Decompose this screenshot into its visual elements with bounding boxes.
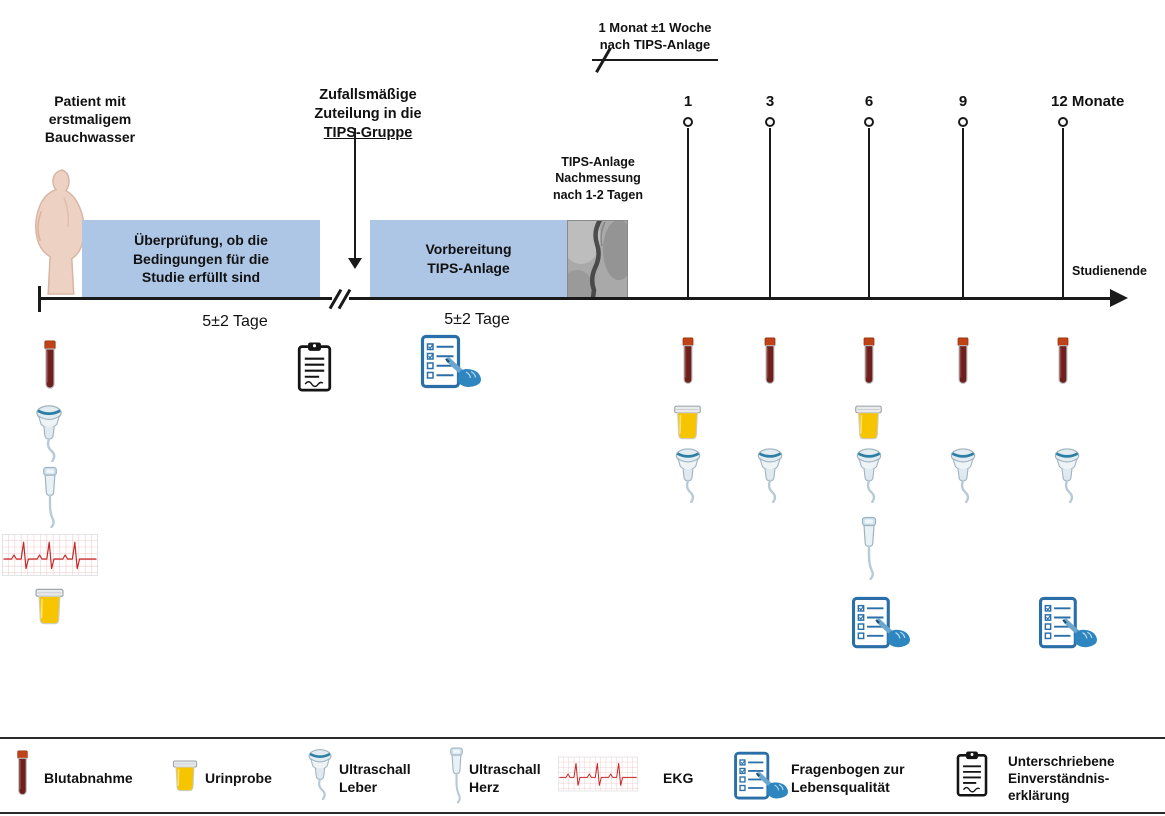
questionnaire-icon — [420, 334, 484, 392]
tips-measurement-note: TIPS-Anlage Nachmessung nach 1-2 Tagen — [552, 155, 644, 202]
followup-note-underline — [592, 59, 718, 61]
ultrasound-liver-icon — [752, 447, 788, 503]
randomization-arrow-head — [348, 258, 362, 269]
timeline-arrow-head — [1110, 289, 1128, 307]
questionnaire-icon — [1038, 596, 1100, 652]
legend-label-ultrasound-heart: Ultraschall Herz — [469, 761, 541, 795]
ekg-icon — [2, 532, 98, 578]
followup-note: 1 Monat ±1 Woche nach TIPS-Anlage — [598, 20, 712, 52]
urine-cup-icon — [170, 757, 200, 792]
legend-bottom-rule — [0, 812, 1165, 814]
urine-cup-icon — [32, 585, 67, 625]
month-3-label: 3 — [765, 93, 775, 110]
ultrasound-liver-icon — [945, 447, 981, 503]
screening-box: Überprüfung, ob die Bedingungen für die … — [82, 220, 320, 298]
month-9-marker-line — [962, 128, 964, 299]
month-6-marker-line — [868, 128, 870, 299]
legend-label-consent: Unterschriebene Einverständnis- erklärun… — [1008, 754, 1115, 803]
preparation-box-label: Vorbereitung TIPS-Anlage — [425, 241, 512, 276]
screening-duration-label: 5±2 Tage — [202, 313, 268, 330]
month-12-label: 12 Monate — [1051, 93, 1125, 110]
month-12-marker-line — [1062, 128, 1064, 299]
blood-tube-icon — [14, 750, 31, 800]
ultrasound-heart-icon — [856, 516, 882, 580]
blood-tube-icon — [679, 337, 697, 389]
legend-top-rule — [0, 737, 1165, 739]
study-end-label: Studienende — [1072, 264, 1148, 278]
month-3-marker-line — [769, 128, 771, 299]
ultrasound-liver-icon — [670, 447, 706, 503]
urine-cup-icon — [671, 402, 704, 440]
patient-ascites-icon — [28, 168, 88, 298]
ultrasound-heart-icon — [445, 746, 468, 804]
randomization-note-text: Zufallsmäßige Zuteilung in die — [314, 86, 422, 122]
randomization-note-underlined: TIPS-Gruppe — [323, 124, 413, 141]
legend-label-questionnaire: Fragenbogen zur Lebensqualität — [791, 761, 905, 795]
signed-consent-clipboard-icon — [296, 341, 333, 393]
urine-cup-icon — [852, 402, 885, 440]
month-1-label: 1 — [683, 93, 693, 110]
month-6-label: 6 — [864, 93, 874, 110]
legend-label-blood: Blutabnahme — [44, 770, 133, 786]
ultrasound-liver-icon — [1049, 447, 1085, 503]
tips-xray-image — [567, 220, 628, 298]
blood-tube-icon — [41, 340, 59, 394]
preparation-box: Vorbereitung TIPS-Anlage — [370, 220, 567, 298]
blood-tube-icon — [761, 337, 779, 389]
month-1-marker-line — [687, 128, 689, 299]
timeline-axis — [39, 297, 1114, 300]
legend-label-urine: Urinprobe — [205, 770, 272, 786]
ultrasound-liver-icon — [851, 447, 887, 503]
screening-box-label: Überprüfung, ob die Bedingungen für die … — [132, 231, 270, 286]
blood-tube-icon — [1054, 337, 1072, 389]
questionnaire-icon — [851, 596, 913, 652]
ultrasound-liver-icon — [303, 748, 337, 800]
legend-label-ekg: EKG — [663, 770, 694, 786]
ultrasound-heart-icon — [37, 466, 63, 528]
blood-tube-icon — [954, 337, 972, 389]
ultrasound-liver-icon — [30, 404, 68, 462]
patient-label: Patient mit erstmaligem Bauchwasser — [44, 93, 136, 146]
legend-label-ultrasound-liver: Ultraschall Leber — [339, 761, 411, 795]
clipboard-icon — [955, 750, 989, 798]
randomization-note: Zufallsmäßige Zuteilung in die TIPS-Grup… — [293, 67, 443, 161]
preparation-duration-label: 5±2 Tage — [444, 311, 510, 328]
month-12-marker-circle — [1058, 117, 1068, 127]
month-9-marker-circle — [958, 117, 968, 127]
month-3-marker-circle — [765, 117, 775, 127]
month-9-label: 9 — [958, 93, 968, 110]
month-6-marker-circle — [864, 117, 874, 127]
blood-tube-icon — [860, 337, 878, 389]
questionnaire-icon — [733, 751, 791, 803]
ekg-icon — [558, 756, 638, 792]
month-1-marker-circle — [683, 117, 693, 127]
randomization-arrow-stem — [354, 128, 356, 260]
